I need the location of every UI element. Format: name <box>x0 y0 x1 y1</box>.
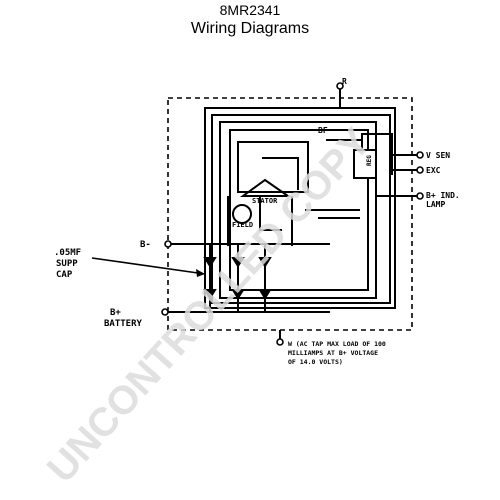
reg-label: REG <box>366 155 373 166</box>
alternator-housing-outline <box>167 97 413 331</box>
supp-cap-leader <box>91 257 206 275</box>
v-sen-terminal <box>416 151 424 159</box>
stator-symbol <box>239 178 292 197</box>
uncontrolled-copy-watermark: UNCONTROLLED COPY <box>39 119 380 491</box>
bf-label: BF <box>318 126 328 135</box>
r-label: R <box>342 77 347 86</box>
b-plus-battery-label-line2: BATTERY <box>104 319 143 329</box>
b-minus-terminal <box>164 240 172 248</box>
wiring-paths <box>168 88 420 342</box>
field-label: FIELD <box>232 221 253 229</box>
supp-cap-label-line3: CAP <box>56 270 73 280</box>
supp-cap-label-line1: .05MF <box>54 248 81 258</box>
terminals <box>161 82 424 346</box>
field-symbol <box>232 204 252 224</box>
r-terminal <box>336 82 344 90</box>
ac-tap-note-line2: MILLIAMPS AT B+ VOLTAGE <box>288 349 378 357</box>
b-minus-label: B- <box>140 240 151 250</box>
title-block: 8MR2341 Wiring Diagrams <box>0 2 500 39</box>
ind-lamp-terminal <box>416 192 424 200</box>
supp-cap-arrowhead <box>196 269 205 277</box>
battery-terminal <box>161 308 169 316</box>
ac-tap-note-line3: OF 14.0 VOLTS) <box>288 358 343 366</box>
diode-bridge <box>203 257 272 300</box>
b-plus-battery-label-line1: B+ <box>110 308 121 318</box>
supp-cap-label-line2: SUPP <box>56 259 78 269</box>
exc-terminal <box>416 166 424 174</box>
ind-lamp-label-line2: LAMP <box>426 200 445 209</box>
ind-lamp-label-line1: B+ IND. <box>426 191 460 200</box>
stator-label: STATOR <box>252 197 278 205</box>
w-terminal <box>276 338 284 346</box>
regulator-box <box>353 149 377 179</box>
exc-label: EXC <box>426 166 441 175</box>
model-number: 8MR2341 <box>219 2 281 18</box>
ac-tap-note-line1: W (AC TAP MAX LOAD OF 100 <box>288 340 386 348</box>
diagram-subtitle: Wiring Diagrams <box>190 20 310 37</box>
v-sen-label: V SEN <box>426 151 450 160</box>
